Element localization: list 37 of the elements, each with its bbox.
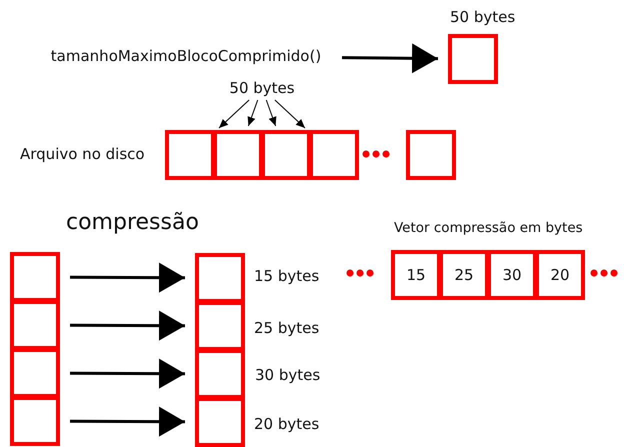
arrow — [274, 100, 306, 129]
block-box — [213, 130, 263, 180]
block-box — [195, 301, 245, 351]
array-cell: 30 — [487, 250, 537, 300]
block-box — [10, 252, 60, 302]
size-label: 50 bytes — [450, 8, 516, 26]
arrow — [70, 262, 185, 293]
size-label: 50 bytes — [222, 78, 302, 98]
arrow — [248, 100, 258, 126]
block-box — [165, 130, 215, 180]
section-heading: compressão — [66, 210, 199, 235]
arrow — [70, 406, 185, 437]
array-cell: 20 — [535, 250, 585, 300]
block-box — [309, 130, 359, 180]
array-cell: 25 — [439, 250, 489, 300]
block-box — [10, 300, 60, 350]
block-box — [406, 130, 456, 180]
block-box — [10, 396, 60, 446]
arrow — [266, 100, 276, 126]
arrow — [70, 358, 185, 389]
block-box — [10, 348, 60, 398]
size-label: 15 bytes — [254, 267, 320, 285]
block-box — [261, 130, 311, 180]
text-label: Arquivo no disco — [20, 145, 145, 163]
size-label: 25 bytes — [254, 319, 320, 337]
block-box — [195, 397, 245, 447]
block-box — [195, 253, 245, 303]
arrow — [218, 100, 250, 129]
text-label: Vetor compressão em bytes — [394, 220, 583, 236]
arrow — [70, 310, 185, 341]
arrow — [342, 43, 438, 74]
size-label: 30 bytes — [255, 366, 320, 384]
function-call: tamanhoMaximoBlocoComprimido() — [40, 46, 332, 66]
array-cell: 15 — [391, 250, 441, 300]
block-box — [448, 34, 498, 84]
size-label: 20 bytes — [254, 415, 320, 433]
block-box — [195, 349, 245, 399]
